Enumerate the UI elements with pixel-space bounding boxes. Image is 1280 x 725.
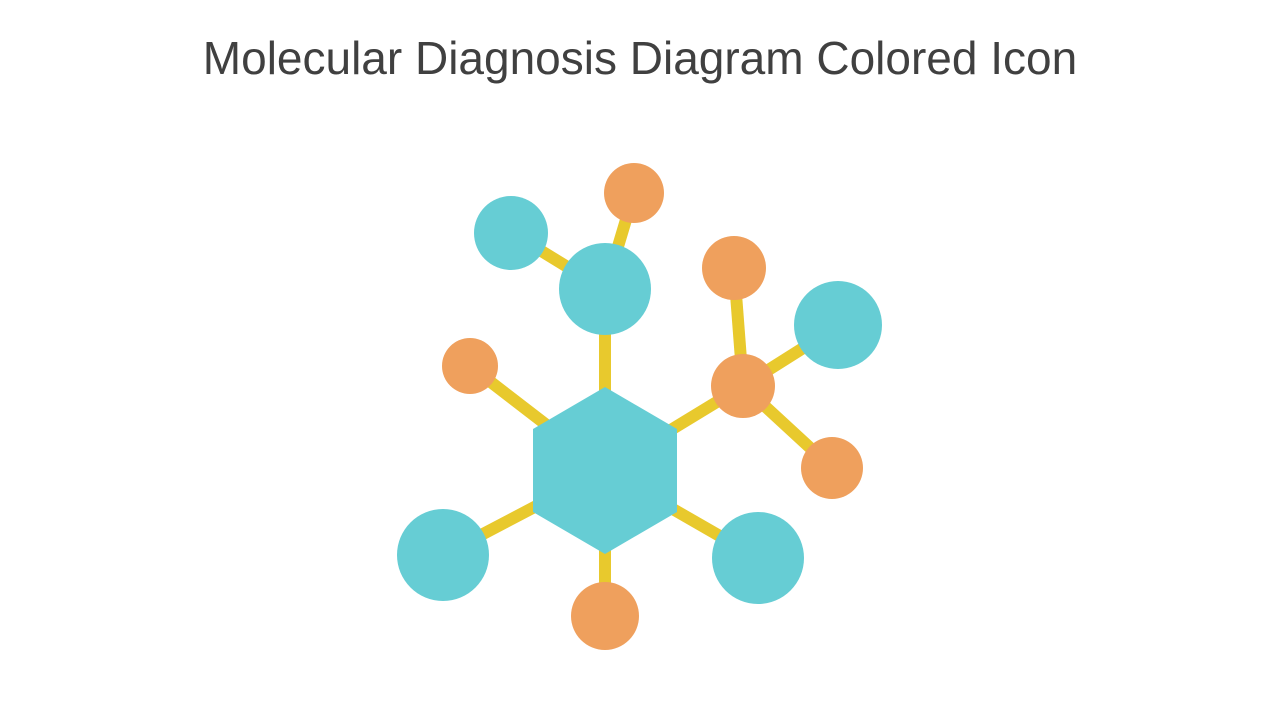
teal-atom [559, 243, 651, 335]
orange-atom [571, 582, 639, 650]
orange-atom [702, 236, 766, 300]
orange-atom [442, 338, 498, 394]
orange-atom [801, 437, 863, 499]
teal-atom [794, 281, 882, 369]
hexagon-node [533, 387, 677, 554]
teal-atom [474, 196, 548, 270]
teal-atom [397, 509, 489, 601]
page-title: Molecular Diagnosis Diagram Colored Icon [202, 32, 1078, 84]
teal-atom [712, 512, 804, 604]
orange-atom [604, 163, 664, 223]
orange-atom [711, 354, 775, 418]
